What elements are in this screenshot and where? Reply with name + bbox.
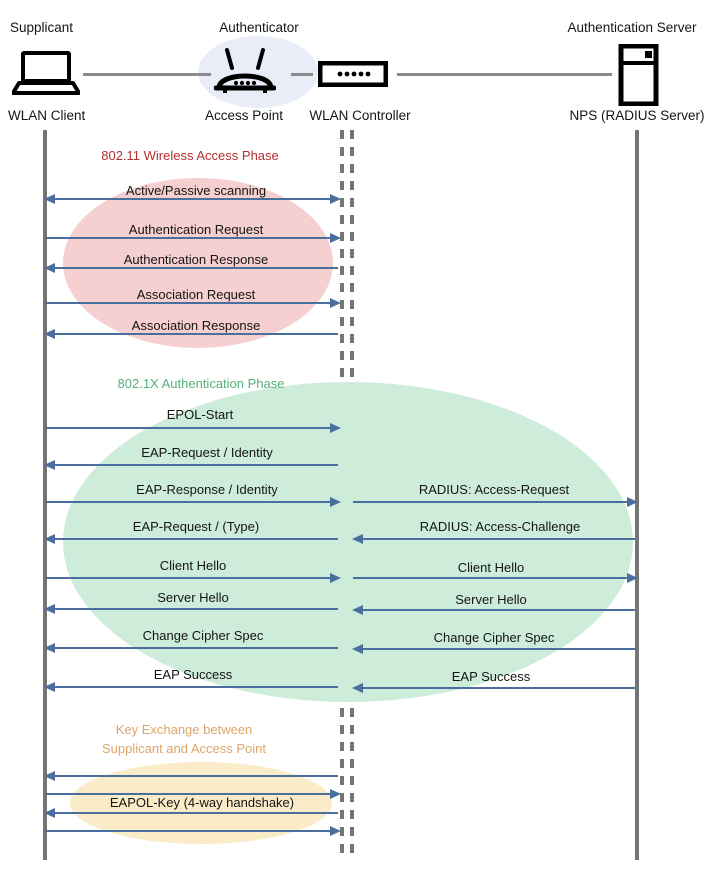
arrowhead-left-eap-request-type [44, 534, 55, 544]
message-line-association-response [50, 333, 338, 335]
arrowhead-left-active-passive-scanning [44, 194, 55, 204]
message-line-server-hello-right [358, 609, 635, 611]
message-line-authentication-response [50, 267, 338, 269]
access-point-icon [213, 48, 277, 101]
arrowhead-left-eap-success-left [44, 682, 55, 692]
message-label-change-cipher-spec-right: Change Cipher Spec [433, 630, 555, 645]
message-label-eap-success-right: EAP Success [451, 669, 531, 684]
wire-client-to-ap [83, 73, 211, 76]
arrowhead-left-change-cipher-spec-right [352, 644, 363, 654]
message-line-eap-success-right [358, 687, 635, 689]
message-line-epol-start [45, 427, 338, 429]
actor-role-supplicant: Supplicant [10, 20, 74, 35]
message-label-client-hello-right: Client Hello [457, 560, 525, 575]
arrowhead-right-association-request [330, 298, 341, 308]
message-label-server-hello-right: Server Hello [455, 592, 527, 607]
message-line-eapol-key-1 [50, 775, 338, 777]
arrowhead-right-client-hello-right [627, 573, 638, 583]
message-line-authentication-request [45, 237, 338, 239]
message-line-radius-access-request [353, 501, 635, 503]
phase-title-dot1x-auth: 802.1X Authentication Phase [117, 376, 285, 391]
arrowhead-left-eap-request-identity [44, 460, 55, 470]
arrowhead-left-eap-success-right [352, 683, 363, 693]
arrowhead-left-eapol-key-1 [44, 771, 55, 781]
message-label-client-hello-left: Client Hello [159, 558, 227, 573]
message-label-authentication-response: Authentication Response [123, 252, 269, 267]
actor-role-authenticator: Authenticator [219, 20, 299, 35]
arrowhead-left-change-cipher-spec-left [44, 643, 55, 653]
message-line-eap-request-identity [50, 464, 338, 466]
authenticator-group-blob [198, 36, 318, 108]
actor-device-wlan-client: WLAN Client [8, 108, 86, 123]
message-label-eap-success-left: EAP Success [153, 667, 233, 682]
arrowhead-right-eapol-key-4 [330, 826, 341, 836]
message-label-server-hello-left: Server Hello [157, 590, 229, 605]
message-label-active-passive-scanning: Active/Passive scanning [125, 183, 267, 198]
arrowhead-left-authentication-response [44, 263, 55, 273]
message-line-change-cipher-spec-left [50, 647, 338, 649]
arrowhead-right-eap-response-identity [330, 497, 341, 507]
arrowhead-right-authentication-request [330, 233, 341, 243]
arrowhead-right-client-hello-left [330, 573, 341, 583]
message-label-radius-access-request: RADIUS: Access-Request [418, 482, 570, 497]
phase-title-key-exchange: Key Exchange between Supplicant and Acce… [101, 722, 267, 756]
message-line-eap-request-type [50, 538, 338, 540]
arrowhead-left-radius-access-challenge [352, 534, 363, 544]
wire-controller-to-server [397, 73, 612, 76]
arrowhead-left-server-hello-left [44, 604, 55, 614]
arrowhead-left-eapol-key-3 [44, 808, 55, 818]
message-label-authentication-request: Authentication Request [128, 222, 264, 237]
message-line-change-cipher-spec-right [358, 648, 635, 650]
message-line-association-request [45, 302, 338, 304]
arrowhead-right-eapol-key-2 [330, 789, 341, 799]
message-line-eapol-key-4 [45, 830, 338, 832]
message-line-client-hello-left [45, 577, 338, 579]
phase-blob-wireless-access [63, 178, 333, 348]
message-line-eap-success-left [50, 686, 338, 688]
arrowhead-right-radius-access-request [627, 497, 638, 507]
message-label-eap-request-identity: EAP-Request / Identity [141, 445, 273, 460]
message-label-association-response: Association Response [131, 318, 261, 333]
arrowhead-left-server-hello-right [352, 605, 363, 615]
message-label-change-cipher-spec-left: Change Cipher Spec [142, 628, 264, 643]
wlan-controller-icon [317, 60, 389, 92]
message-line-server-hello-left [50, 608, 338, 610]
message-label-eap-request-type: EAP-Request / (Type) [132, 519, 260, 534]
actor-device-nps-radius-server: NPS (RADIUS Server) [569, 108, 705, 123]
arrowhead-left-association-response [44, 329, 55, 339]
arrowhead-right-epol-start [330, 423, 341, 433]
phase-title-wireless-access: 802.11 Wireless Access Phase [101, 148, 279, 163]
message-line-eapol-key-3 [50, 812, 338, 814]
lifeline-supplicant [43, 130, 47, 860]
actor-role-authentication-server: Authentication Server [567, 20, 697, 35]
message-label-association-request: Association Request [136, 287, 256, 302]
phase-blob-dot1x-auth [63, 382, 633, 702]
arrowhead-right-active-passive-scanning [330, 194, 341, 204]
message-line-eap-response-identity [45, 501, 338, 503]
message-label-epol-start: EPOL-Start [166, 407, 234, 422]
message-label-eap-response-identity: EAP-Response / Identity [136, 482, 278, 497]
message-line-client-hello-right [353, 577, 635, 579]
laptop-icon [11, 50, 81, 100]
message-line-active-passive-scanning [50, 198, 338, 200]
message-label-radius-access-challenge: RADIUS: Access-Challenge [419, 519, 581, 534]
actor-device-access-point: Access Point [204, 108, 284, 123]
message-line-radius-access-challenge [358, 538, 635, 540]
actor-device-wlan-controller: WLAN Controller [309, 108, 411, 123]
message-line-eapol-key-2 [45, 793, 338, 795]
message-label-eapol-key-4way-handshake: EAPOL-Key (4-way handshake) [109, 795, 295, 810]
lifeline-auth-server [635, 130, 639, 860]
wire-ap-to-controller [291, 73, 313, 76]
server-icon [618, 43, 659, 111]
